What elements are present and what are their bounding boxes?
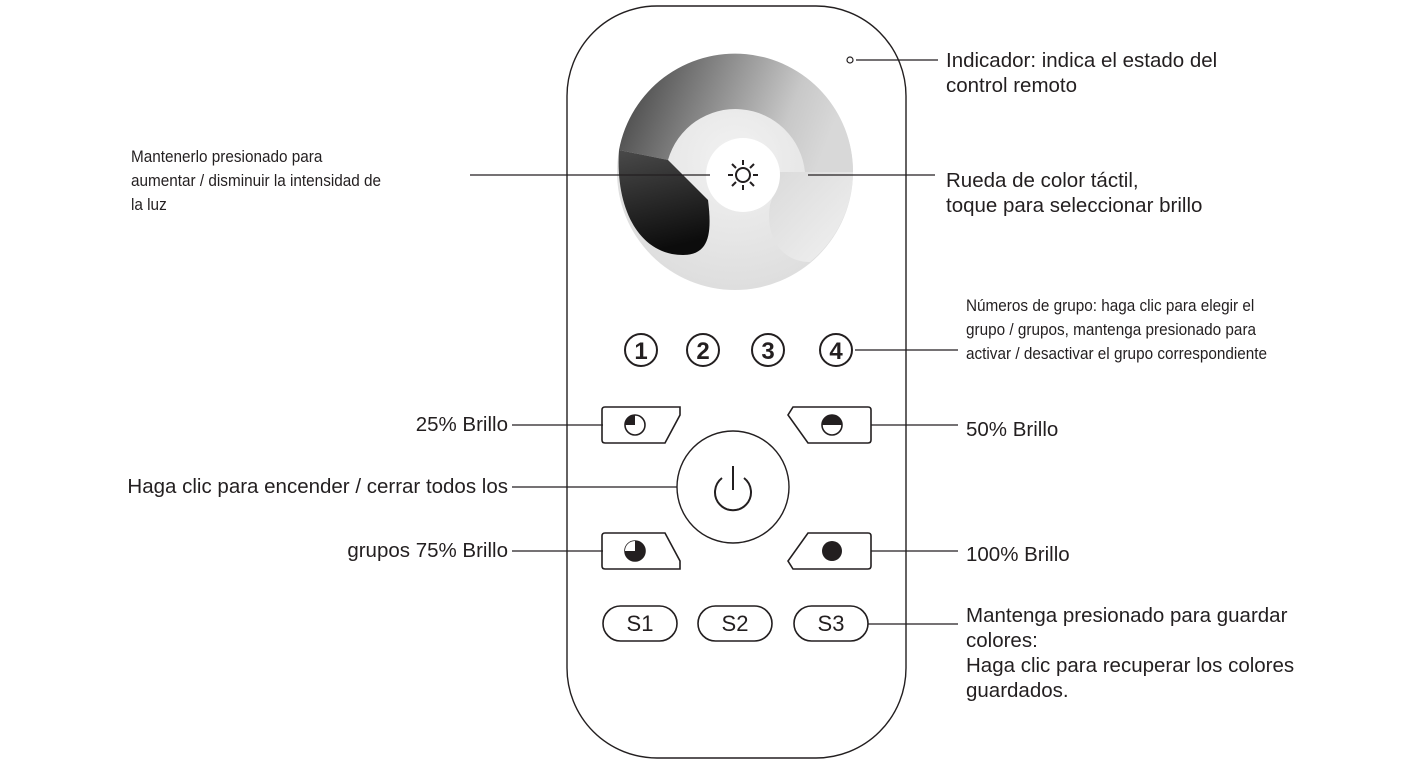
scene-label-s2: S2 <box>722 611 749 636</box>
brightness-75-button[interactable] <box>601 532 681 570</box>
quarter-icon <box>624 414 646 436</box>
scenes-label-line-1: Mantenga presionado para guardar <box>966 604 1288 627</box>
dimming-label: Mantenerlo presionado para aumentar / di… <box>131 145 381 217</box>
group-numbers-label-line-3: activar / desactivar el grupo correspond… <box>966 344 1268 363</box>
power-label: Haga clic para encender / cerrar todos l… <box>127 475 508 498</box>
brightness-100-button[interactable] <box>787 532 872 570</box>
brightness-50-button[interactable] <box>787 406 872 444</box>
indicator-light <box>846 56 854 64</box>
power-icon <box>714 466 752 512</box>
group-number-4: 4 <box>829 338 843 365</box>
brightness-100-label: 100% Brillo <box>966 543 1070 566</box>
color-wheel[interactable] <box>617 53 854 290</box>
dimming-label-line-1: Mantenerlo presionado para <box>131 147 323 166</box>
brightness-75-label: grupos 75% Brillo <box>347 539 508 562</box>
indicator-label-line-2: control remoto <box>946 74 1078 97</box>
group-button-4[interactable]: 4 <box>819 333 853 367</box>
group-number-1: 1 <box>634 338 647 365</box>
color-wheel-label: Rueda de color táctil, toque para selecc… <box>946 168 1202 218</box>
group-number-3: 3 <box>761 338 774 365</box>
scenes-label-line-3: Haga clic para recuperar los colores <box>966 654 1295 677</box>
scenes-label: Mantenga presionado para guardar colores… <box>966 603 1294 703</box>
scene-button-s3[interactable]: S3 <box>793 605 869 642</box>
group-button-3[interactable]: 3 <box>751 333 785 367</box>
group-numbers-label-line-1: Números de grupo: haga clic para elegir … <box>966 296 1255 315</box>
color-wheel-label-line-2: toque para seleccionar brillo <box>946 194 1203 217</box>
scenes-label-line-2: colores: <box>966 629 1038 652</box>
scene-button-s1[interactable]: S1 <box>602 605 678 642</box>
dimming-label-line-3: la luz <box>131 195 167 214</box>
dimming-label-line-2: aumentar / disminuir la intensidad de <box>131 171 382 190</box>
full-icon <box>822 541 842 561</box>
brightness-25-label: 25% Brillo <box>415 413 508 436</box>
scene-button-s2[interactable]: S2 <box>697 605 773 642</box>
group-numbers-label: Números de grupo: haga clic para elegir … <box>966 294 1267 366</box>
indicator-label-line-1: Indicador: indica el estado del <box>946 49 1218 72</box>
color-wheel-label-line-1: Rueda de color táctil, <box>946 169 1139 192</box>
brightness-50-label: 50% Brillo <box>966 418 1059 441</box>
group-numbers-label-line-2: grupo / grupos, mantenga presionado para <box>966 320 1257 339</box>
scene-label-s1: S1 <box>627 611 654 636</box>
brightness-25-button[interactable] <box>601 406 681 444</box>
three-quarter-icon <box>624 540 646 562</box>
group-button-1[interactable]: 1 <box>624 333 658 367</box>
scene-label-s3: S3 <box>818 611 845 636</box>
power-button[interactable] <box>676 430 790 544</box>
group-button-2[interactable]: 2 <box>686 333 720 367</box>
group-number-2: 2 <box>696 338 709 365</box>
leader-lines <box>470 59 958 625</box>
indicator-label: Indicador: indica el estado del control … <box>946 48 1217 98</box>
dimmer-button[interactable] <box>706 138 780 212</box>
half-icon <box>821 414 843 436</box>
scenes-label-line-4: guardados. <box>966 679 1069 702</box>
sun-icon <box>728 160 758 190</box>
